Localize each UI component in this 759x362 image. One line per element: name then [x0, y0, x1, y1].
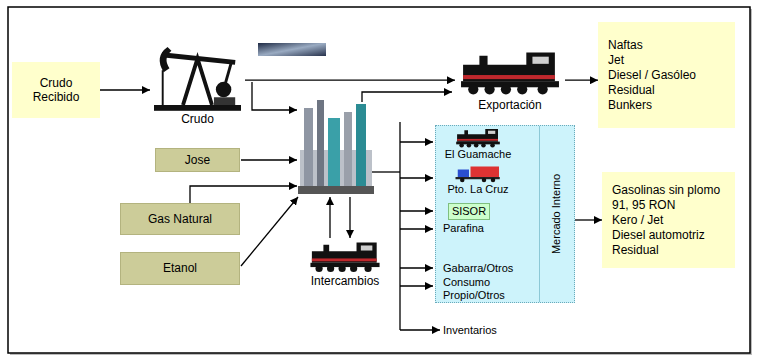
node-text: Gas Natural [148, 212, 212, 226]
node-text: Kero / Jet [612, 213, 663, 228]
jose-line [241, 159, 297, 160]
refinery-illustration [298, 100, 374, 194]
gas-line [190, 186, 297, 203]
train-icon [456, 129, 500, 148]
distribution-bus [399, 122, 400, 330]
distribution-arrow [400, 177, 433, 178]
product-list-box: Gasolinas sin plomo 91, 95 RONKero / Jet… [602, 172, 735, 268]
pipeline-picture [258, 43, 326, 56]
train-icon [310, 243, 379, 273]
exchange-node: Intercambios [305, 240, 385, 288]
node-text: Residual [608, 83, 655, 98]
refinery-tower [317, 100, 324, 190]
truck-icon [443, 165, 513, 183]
node-text: Naftas [608, 38, 643, 53]
flow-arrow [100, 89, 150, 90]
refinery-tower [344, 112, 352, 190]
train-icon [443, 128, 513, 148]
distribution-arrow [400, 267, 433, 268]
destination-label: Gabarra/Otros [443, 262, 533, 275]
ethanol-line [241, 197, 298, 266]
panel-column: Mercado Interno [539, 126, 574, 302]
train-icon [461, 53, 559, 95]
exchange-line [349, 197, 350, 238]
distribution-arrow [400, 329, 440, 330]
pump-icon [150, 40, 245, 112]
refinery-tower [328, 118, 340, 190]
node-text: El Guamache [445, 148, 512, 161]
source-box: Crudo Recibido [12, 62, 100, 118]
export-node: Exportación [455, 48, 565, 112]
input-box: Jose [155, 148, 240, 172]
input-box: Gas Natural [120, 203, 240, 235]
node-text: Intercambios [311, 274, 380, 288]
distribution-arrow [400, 210, 433, 211]
terminal-node: Pto. La Cruz [443, 165, 513, 196]
distribution-arrow [400, 141, 433, 142]
terminal-box: SISOR [448, 203, 490, 220]
node-text: Exportación [478, 98, 541, 112]
node-text: Jose [185, 153, 210, 167]
node-text: Diesel / Gasóleo [608, 68, 696, 83]
refinery-to-bus-line [372, 171, 400, 172]
node-text: Jet [608, 53, 624, 68]
train-icon [305, 240, 385, 274]
flow-arrow [565, 80, 598, 81]
refinery-to-export-line [362, 92, 452, 102]
pump-node: Crudo [150, 40, 245, 126]
exchange-line [329, 197, 330, 238]
input-box: Etanol [120, 252, 240, 285]
truck-icon [456, 167, 500, 183]
node-text: Pto. La Cruz [447, 183, 508, 196]
refinery-tower [356, 104, 366, 190]
refinery-base [298, 186, 374, 194]
flow-arrow [245, 80, 455, 81]
panel-title: Mercado Interno [550, 174, 563, 254]
pump-icon [154, 47, 241, 111]
distribution-arrow [400, 285, 433, 286]
train-icon [455, 48, 565, 98]
refinery-tower [304, 108, 313, 190]
node-text: Etanol [163, 261, 197, 275]
crude-to-refinery-line [252, 82, 297, 110]
diagram-frame [8, 7, 750, 353]
distribution-arrow [400, 228, 433, 229]
node-text: SISOR [452, 205, 486, 218]
destination-label: Inventarios [443, 324, 523, 337]
flow-arrow [575, 219, 602, 220]
node-text: Crudo [181, 112, 214, 126]
node-text: Diesel automotriz [612, 228, 705, 243]
destination-label: Parafina [443, 222, 523, 235]
terminal-node: El Guamache [443, 128, 513, 161]
node-text: Bunkers [608, 98, 652, 113]
product-list-box: NaftasJetDiesel / GasóleoResidualBunkers [598, 22, 735, 128]
node-text: Gasolinas sin plomo 91, 95 RON [612, 183, 725, 213]
node-text: Residual [612, 243, 659, 258]
destination-label: Consumo Propio/Otros [443, 276, 513, 302]
node-text: Crudo Recibido [18, 76, 94, 105]
